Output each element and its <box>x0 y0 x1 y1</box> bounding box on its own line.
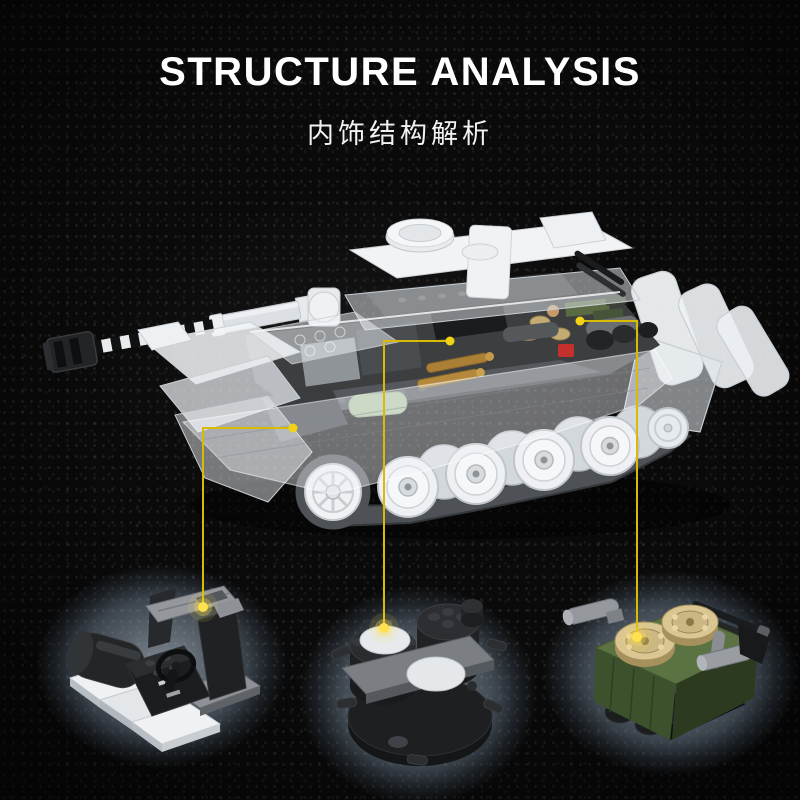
idler-wheel <box>647 407 689 449</box>
turret-turntable-module <box>330 599 508 766</box>
callout-driver-compartment <box>188 423 298 622</box>
red-brick <box>558 344 574 357</box>
air-filter-1 <box>614 621 676 667</box>
gray-pipe-left <box>562 598 625 626</box>
cleaning-rods <box>574 250 626 297</box>
driver-compartment-module <box>67 585 262 752</box>
white-disc-center <box>406 656 466 692</box>
hull-panels <box>137 291 673 503</box>
perimeter-pins <box>330 638 508 766</box>
seat-back <box>197 598 247 701</box>
road-wheels <box>377 416 640 518</box>
air-filter-2 <box>661 604 719 646</box>
tank-model <box>42 211 790 539</box>
loader-hatch <box>461 243 499 261</box>
turret-pillar <box>465 224 513 300</box>
engine-block-module <box>562 598 770 740</box>
steering-wheel <box>155 649 197 691</box>
commander-cupola <box>385 218 455 253</box>
callout-turret-turntable <box>369 336 455 643</box>
radiator-cylinder <box>348 391 408 418</box>
transmission-cylinder <box>67 631 145 689</box>
page-title: STRUCTURE ANALYSIS <box>159 50 641 94</box>
running-gear <box>295 405 693 530</box>
side-skirt <box>181 349 673 495</box>
page-subtitle: 内饰结构解析 <box>307 119 493 149</box>
callout-engine-module <box>575 316 652 652</box>
drive-sprocket <box>304 463 362 521</box>
muzzle-brake <box>42 330 98 373</box>
gray-pipe-right <box>696 630 754 671</box>
callouts <box>188 316 652 652</box>
